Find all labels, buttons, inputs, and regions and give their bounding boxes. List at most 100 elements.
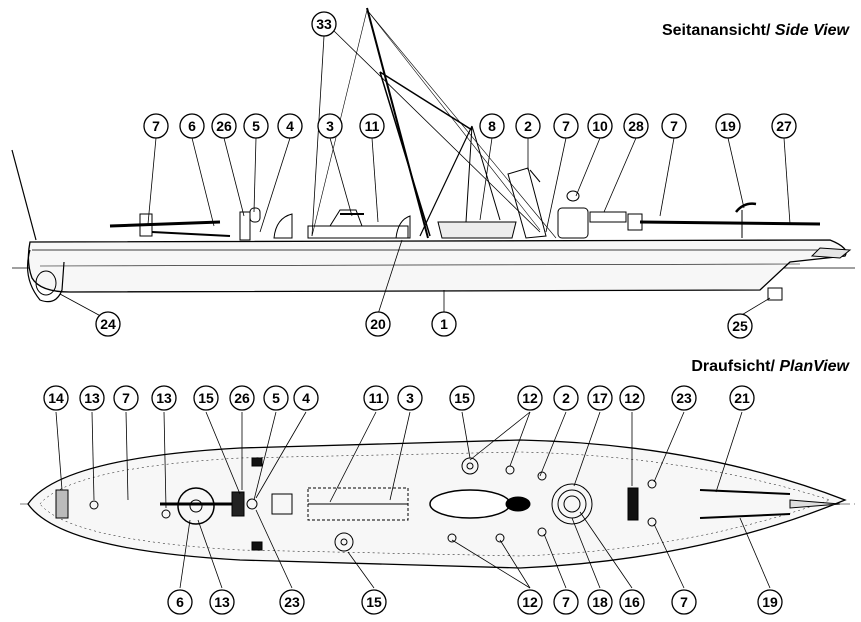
callout-number: 27 [776, 118, 792, 134]
stern-cowl [735, 202, 757, 213]
callout-3: 3 [397, 385, 423, 411]
callout-circle [263, 385, 289, 411]
callout-15: 15 [361, 589, 387, 615]
callout-circle [293, 385, 319, 411]
callout-25: 25 [727, 313, 753, 339]
funnel-cap [249, 207, 261, 223]
callout-24: 24 [95, 311, 121, 337]
plan-view-leaders [55, 411, 771, 589]
callout-number: 7 [562, 118, 570, 134]
aft-ventilator [566, 190, 580, 202]
plan-view-title-de: Draufsicht/ [691, 358, 780, 375]
callout-number: 15 [366, 594, 382, 610]
callout-circle [553, 113, 579, 139]
callout-circle [553, 385, 579, 411]
callout-number: 2 [562, 390, 570, 406]
callout-circle [167, 589, 193, 615]
plan-view-title: Draufsicht/ PlanView [691, 358, 849, 376]
plan-funnel [505, 496, 531, 512]
callout-6: 6 [179, 113, 205, 139]
callout-2: 2 [553, 385, 579, 411]
callout-5: 5 [243, 113, 269, 139]
callout-20: 20 [365, 311, 391, 337]
callout-7: 7 [113, 385, 139, 411]
callout-circle [143, 113, 169, 139]
callout-circle [757, 589, 783, 615]
callout-number: 12 [624, 390, 640, 406]
callout-number: 33 [316, 16, 332, 32]
callout-number: 19 [720, 118, 736, 134]
callout-number: 5 [272, 390, 280, 406]
callout-number: 1 [440, 316, 448, 332]
callout-circle [587, 113, 613, 139]
callout-13: 13 [151, 385, 177, 411]
callout-2: 2 [515, 113, 541, 139]
callout-8: 8 [479, 113, 505, 139]
callout-12: 12 [619, 385, 645, 411]
callout-number: 11 [365, 118, 380, 134]
bow-plate [55, 489, 69, 519]
callout-number: 13 [156, 390, 172, 406]
callout-number: 26 [216, 118, 232, 134]
callout-circle [229, 385, 255, 411]
callout-circle [587, 385, 613, 411]
callout-circle [209, 589, 235, 615]
callout-number: 7 [152, 118, 160, 134]
callout-19: 19 [757, 589, 783, 615]
callout-circle [449, 385, 475, 411]
callout-number: 17 [592, 390, 608, 406]
callout-circle [279, 589, 305, 615]
callout-circle [479, 113, 505, 139]
main-mast [366, 7, 429, 239]
callout-circle [729, 385, 755, 411]
callout-circle [43, 385, 69, 411]
callout-circle [193, 385, 219, 411]
callout-11: 11 [359, 113, 385, 139]
callout-circle [771, 113, 797, 139]
callout-26: 26 [229, 385, 255, 411]
side-view-title-de: Seitanansicht/ [661, 22, 775, 39]
callout-circle [587, 589, 613, 615]
callout-circle [517, 589, 543, 615]
ventilator [239, 211, 251, 241]
callout-10: 10 [587, 113, 613, 139]
callout-circle [517, 385, 543, 411]
callout-circle [623, 113, 649, 139]
callout-13: 13 [209, 589, 235, 615]
callout-28: 28 [623, 113, 649, 139]
callout-5: 5 [263, 385, 289, 411]
callout-number: 26 [234, 390, 250, 406]
plan-midship-boat [429, 489, 511, 519]
callout-number: 25 [732, 318, 748, 334]
side-view-title-en: Side View [774, 22, 849, 39]
callout-17: 17 [587, 385, 613, 411]
aft-ring-outer [551, 483, 593, 525]
callout-number: 23 [284, 594, 300, 610]
stern-fitting [810, 247, 852, 259]
plan-view-title-en: PlanView [779, 358, 849, 375]
callout-19: 19 [715, 113, 741, 139]
aft-tube [627, 487, 639, 521]
callout-7: 7 [143, 113, 169, 139]
callout-33: 33 [311, 11, 337, 37]
callout-number: 23 [676, 390, 692, 406]
side-hull [27, 239, 847, 293]
mount-fwd [139, 213, 153, 237]
callout-circle [661, 113, 687, 139]
callout-6: 6 [167, 589, 193, 615]
callout-number: 4 [302, 390, 310, 406]
callout-number: 7 [680, 594, 688, 610]
callout-number: 3 [406, 390, 414, 406]
callout-7: 7 [661, 113, 687, 139]
side-view-leaders [59, 29, 791, 321]
callout-4: 4 [293, 385, 319, 411]
callout-number: 21 [734, 390, 750, 406]
bow-tube [35, 270, 57, 296]
callout-number: 15 [198, 390, 214, 406]
callout-15: 15 [193, 385, 219, 411]
conning-tower [231, 491, 245, 517]
callout-number: 20 [370, 316, 386, 332]
callout-circle [671, 589, 697, 615]
callout-number: 12 [522, 594, 538, 610]
